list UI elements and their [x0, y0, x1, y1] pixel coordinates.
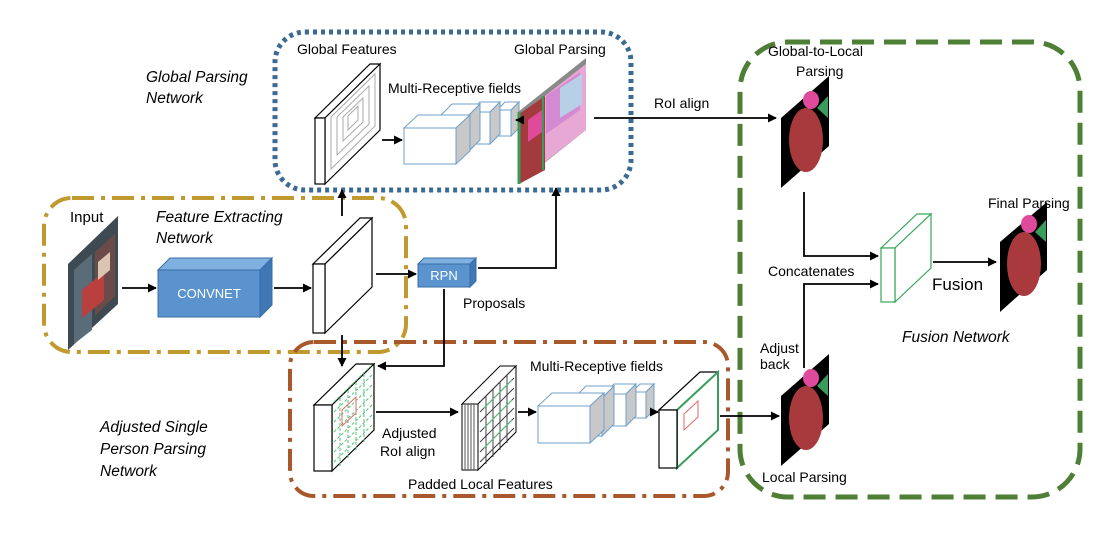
final-parsing-label: Final Parsing: [988, 195, 1070, 211]
global-features-label: Global Features: [297, 41, 397, 57]
global-to-local-label: Global-to-Local: [768, 43, 863, 59]
fusion-label: Fusion: [932, 275, 983, 294]
concatenates-label: Concatenates: [768, 263, 854, 279]
global-parsing-network-title: Global Parsing: [146, 69, 248, 86]
adjust-back-label: Adjust: [760, 340, 799, 356]
global-parsing-image: [517, 58, 586, 184]
feature-extracting-network-title-2: Network: [156, 230, 214, 247]
global-parsing-network-title-2: Network: [146, 90, 204, 107]
arrows: [122, 113, 997, 421]
roi-align-label: RoI align: [654, 95, 709, 111]
adjusted-network-border: [288, 340, 730, 498]
input-label: Input: [70, 209, 104, 226]
global-features-map: [313, 62, 382, 186]
padded-local-features-label: Padded Local Features: [408, 476, 553, 492]
global-to-local-label-2: Parsing: [796, 63, 843, 79]
local-features-map: [312, 362, 376, 473]
multi-receptive-label-bottom: Multi-Receptive fields: [530, 358, 663, 374]
fusion-network-title: Fusion Network: [902, 329, 1011, 346]
multi-receptive-label-top: Multi-Receptive fields: [388, 80, 521, 96]
convnet-label: CONVNET: [177, 286, 241, 301]
input-image: [68, 216, 118, 350]
fusion-block: [879, 212, 933, 304]
convnet-block: [156, 256, 274, 319]
local-parsing-image: [781, 354, 829, 466]
padded-local-features-map: [460, 364, 518, 472]
adjusted-roi-align-label: Adjusted: [382, 425, 436, 441]
global-parsing-network-border: [272, 29, 634, 193]
adjusted-network-title: Adjusted Single: [99, 419, 208, 436]
global-parsing-label: Global Parsing: [514, 41, 606, 57]
global-to-local-parsing-image: [781, 76, 829, 188]
local-parsing-label: Local Parsing: [762, 469, 847, 485]
fusion-network-border: [737, 39, 1083, 500]
adjust-back-label-2: back: [760, 356, 791, 372]
multi-receptive-stack-top: [402, 100, 521, 166]
adjusted-roi-align-label-2: RoI align: [380, 443, 435, 459]
adjusted-network-title-2: Person Parsing: [100, 441, 206, 458]
rpn-label: RPN: [430, 268, 457, 283]
feature-extracting-network-border: [42, 196, 408, 354]
proposals-label: Proposals: [463, 295, 525, 311]
adjusted-network-title-3: Network: [100, 463, 158, 480]
final-parsing-image: [1000, 202, 1047, 312]
feature-extracting-network-title: Feature Extracting: [156, 209, 283, 226]
local-parsing-output-map: [657, 369, 720, 471]
feature-map: [311, 216, 374, 335]
multi-receptive-stack-bottom: [536, 382, 656, 445]
rpn-block: [416, 256, 478, 289]
